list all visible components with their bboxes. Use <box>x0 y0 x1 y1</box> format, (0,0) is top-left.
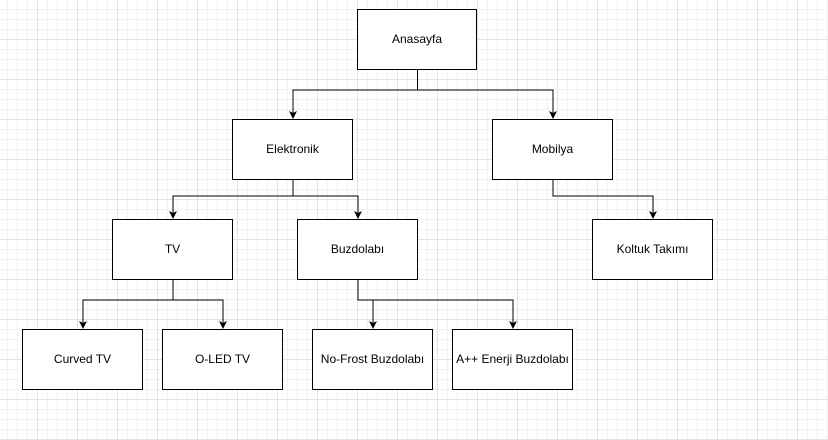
node-label: Mobilya <box>531 142 574 157</box>
node-label: Curved TV <box>53 352 112 367</box>
edge-elektronik-to-tv <box>169 180 294 219</box>
node-label: Anasayfa <box>391 32 443 47</box>
node-label: Elektronik <box>266 142 319 157</box>
edge-buzdolabi-to-aplus <box>357 280 517 329</box>
node-elektronik[interactable]: Elektronik <box>232 119 353 180</box>
node-label: TV <box>164 242 181 257</box>
node-no-frost-buzdolabi[interactable]: No-Frost Buzdolabı <box>312 329 433 390</box>
edge-buzdolabi-to-nofrost <box>357 280 377 329</box>
edge-tv-to-curved <box>79 280 174 329</box>
node-oled-tv[interactable]: O-LED TV <box>162 329 283 390</box>
node-mobilya[interactable]: Mobilya <box>492 119 613 180</box>
node-koltuk-takimi[interactable]: Koltuk Takımı <box>592 219 713 280</box>
node-tv[interactable]: TV <box>112 219 233 280</box>
node-buzdolabi[interactable]: Buzdolabı <box>297 219 418 280</box>
node-label: O-LED TV <box>194 352 251 367</box>
node-label: Koltuk Takımı <box>616 242 689 257</box>
node-a-plus-enerji-buzdolabi[interactable]: A++ Enerji Buzdolabı <box>452 329 573 390</box>
node-anasayfa[interactable]: Anasayfa <box>357 9 477 70</box>
node-label: A++ Enerji Buzdolabı <box>456 352 569 367</box>
node-curved-tv[interactable]: Curved TV <box>22 329 143 390</box>
edge-elektronik-to-buzdolabi <box>292 180 362 219</box>
node-label: No-Frost Buzdolabı <box>320 352 425 367</box>
edge-mobilya-to-koltuk <box>552 180 657 219</box>
node-label: Buzdolabı <box>330 242 385 257</box>
edge-anasayfa-to-mobilya <box>417 70 557 119</box>
edge-anasayfa-to-elektronik <box>289 70 418 119</box>
edge-tv-to-oled <box>172 280 227 329</box>
